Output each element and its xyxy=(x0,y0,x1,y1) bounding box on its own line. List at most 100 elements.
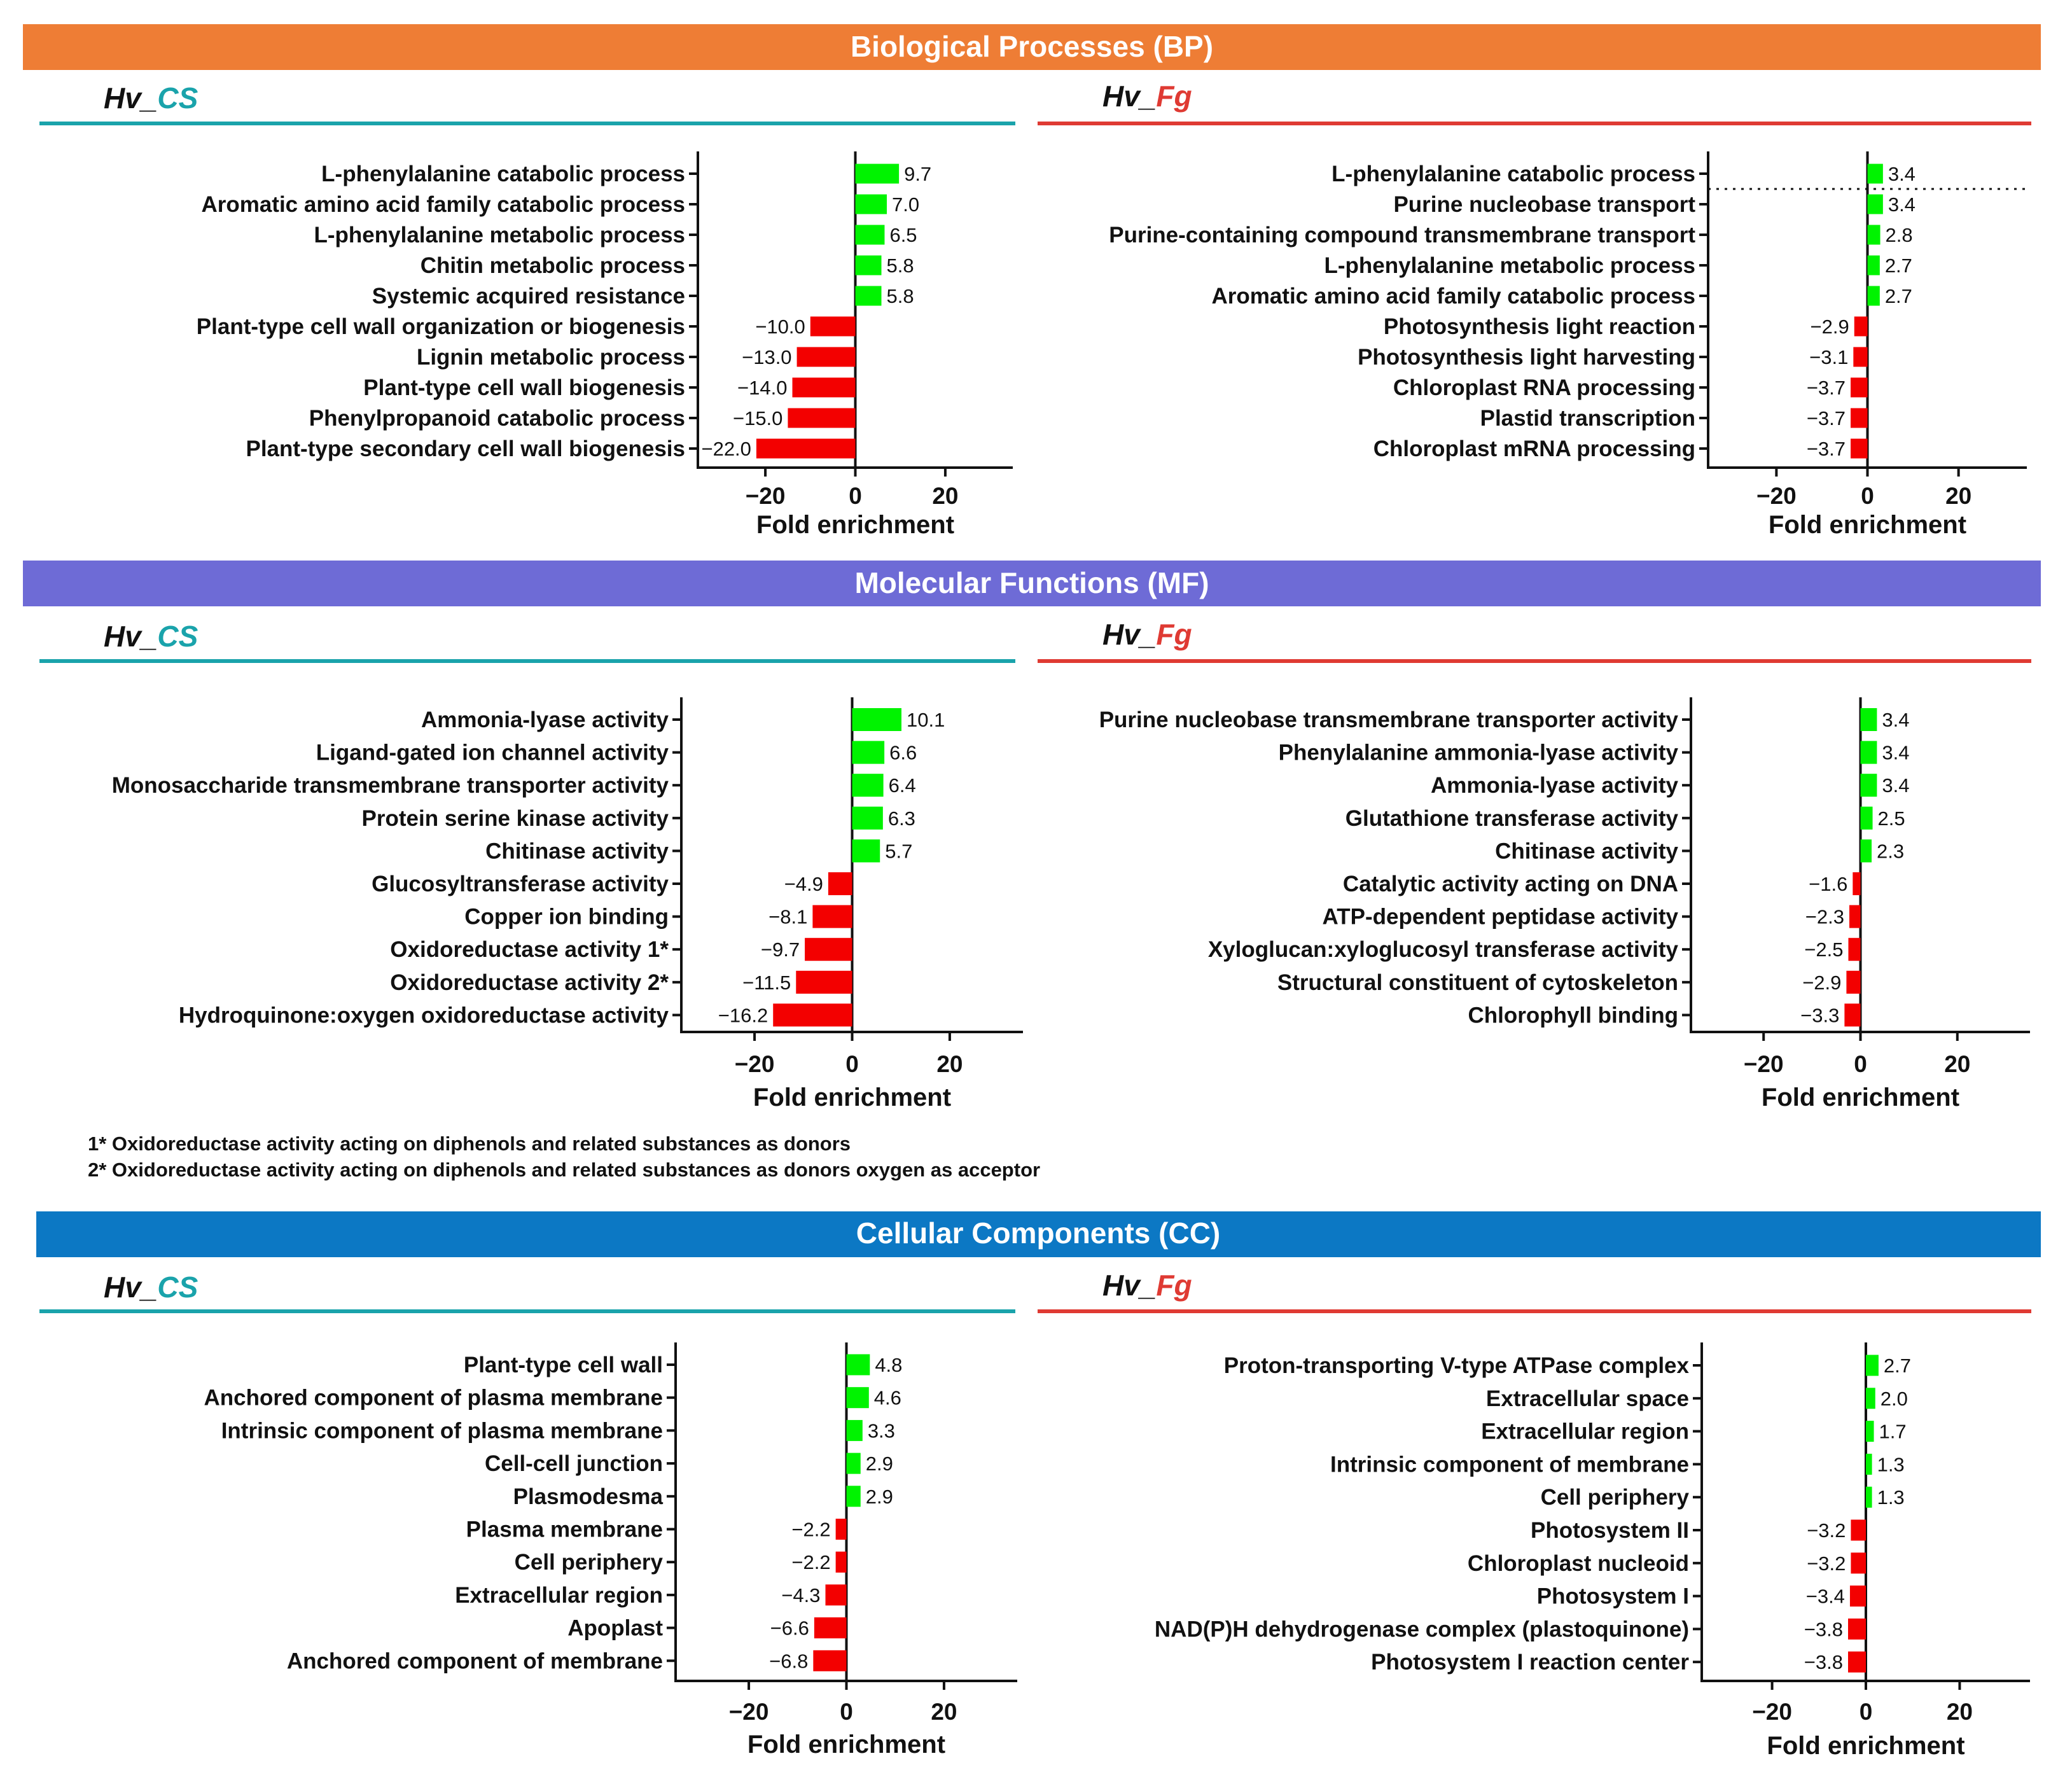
x-tick-label: 0 xyxy=(845,1051,859,1077)
value-label: 5.8 xyxy=(887,254,914,277)
value-label: −4.3 xyxy=(781,1584,820,1606)
category-label: Aromatic amino acid family catabolic pro… xyxy=(1211,284,1695,309)
panel-title-condition: Fg xyxy=(1156,80,1192,113)
value-label: 2.7 xyxy=(1885,254,1912,277)
value-label: 3.4 xyxy=(1888,193,1916,216)
bar-negative xyxy=(1847,1651,1866,1673)
mf-fg-panel-title: Hv_Fg xyxy=(1038,618,2031,663)
bar-negative xyxy=(835,1551,847,1573)
category-label: Purine nucleobase transmembrane transpor… xyxy=(1099,707,1679,732)
value-label: −3.7 xyxy=(1807,407,1846,429)
value-label: −3.1 xyxy=(1809,346,1848,368)
bp-banner-title: Biological Processes (BP) xyxy=(851,30,1213,63)
bar-negative xyxy=(1854,316,1868,337)
value-label: −16.2 xyxy=(718,1004,768,1026)
bar-negative xyxy=(792,377,856,398)
value-label: −2.2 xyxy=(791,1519,830,1541)
value-label: −6.8 xyxy=(769,1650,808,1672)
bar-negative xyxy=(828,872,852,895)
value-label: 1.7 xyxy=(1879,1421,1907,1443)
x-tick-label: 20 xyxy=(1944,1051,1970,1077)
category-label: Ammonia-lyase activity xyxy=(1431,773,1679,798)
value-label: −3.8 xyxy=(1804,1618,1843,1640)
category-label: Ammonia-lyase activity xyxy=(421,707,669,732)
category-label: Chitinase activity xyxy=(1495,839,1678,863)
value-label: 4.6 xyxy=(874,1387,901,1409)
category-label: Intrinsic component of plasma membrane xyxy=(221,1418,663,1443)
category-label: Plant-type secondary cell wall biogenesi… xyxy=(246,436,685,461)
bar-positive xyxy=(1867,164,1883,184)
value-label: 10.1 xyxy=(907,709,945,731)
cc-banner xyxy=(36,1211,2041,1257)
value-label: 4.8 xyxy=(875,1354,902,1376)
cc-section: Cellular Components (CC) Hv_CS Hv_Fg xyxy=(36,1211,2041,1313)
category-label: Chloroplast mRNA processing xyxy=(1373,436,1695,461)
bar-negative xyxy=(813,1650,847,1671)
bar-positive xyxy=(1866,1453,1872,1475)
bar-negative xyxy=(810,316,856,337)
bar-positive xyxy=(846,1486,861,1507)
footnote-1: 1* Oxidoreductase activity acting on dip… xyxy=(88,1132,851,1155)
bar-positive xyxy=(1866,1486,1872,1508)
bar-positive xyxy=(855,164,900,184)
x-tick-label: 0 xyxy=(1854,1051,1867,1077)
panel-title-condition: Fg xyxy=(1156,1269,1192,1302)
x-tick-label: 20 xyxy=(931,1699,957,1725)
value-label: −3.7 xyxy=(1807,377,1846,399)
value-label: 3.4 xyxy=(1882,709,1909,731)
value-label: 1.3 xyxy=(1877,1486,1905,1509)
x-tick-label: −20 xyxy=(1756,483,1797,509)
bar-negative xyxy=(788,408,856,428)
category-label: Glucosyltransferase activity xyxy=(372,872,669,896)
category-label: Cell periphery xyxy=(515,1550,664,1575)
cc-cs-panel-title: Hv_CS xyxy=(39,1271,1015,1313)
x-axis-title: Fold enrichment xyxy=(747,1731,945,1759)
value-label: −2.9 xyxy=(1811,316,1849,338)
category-label: Extracellular space xyxy=(1486,1386,1689,1411)
value-label: −22.0 xyxy=(701,438,751,460)
category-label: Plant-type cell wall organization or bio… xyxy=(197,314,685,339)
value-label: 9.7 xyxy=(904,163,931,185)
x-tick-label: 0 xyxy=(840,1699,853,1725)
bp-fg-panel-title: Hv_Fg xyxy=(1038,80,2031,125)
bar-negative xyxy=(1853,347,1868,367)
category-label: NAD(P)H dehydrogenase complex (plastoqui… xyxy=(1155,1617,1689,1641)
bar-negative xyxy=(1844,1003,1861,1027)
bp-cs-panel-title: Hv_CS xyxy=(39,81,1015,125)
bar-negative xyxy=(812,905,852,928)
bar-negative xyxy=(1848,938,1861,961)
category-label: Plant-type cell wall xyxy=(464,1353,663,1377)
category-label: Cell periphery xyxy=(1541,1485,1690,1510)
x-axis-title: Fold enrichment xyxy=(753,1084,951,1112)
panel-title-prefix: Hv_ xyxy=(1102,1269,1156,1302)
panel-title-condition: Fg xyxy=(1156,618,1192,651)
category-label: Purine-containing compound transmembrane… xyxy=(1109,223,1695,247)
bar-positive xyxy=(852,774,884,797)
value-label: −3.8 xyxy=(1804,1651,1843,1673)
value-label: 5.7 xyxy=(885,840,912,862)
bar-negative xyxy=(1851,438,1868,459)
bar-negative xyxy=(1851,377,1868,398)
bar-negative xyxy=(1851,1552,1866,1574)
mf-section: Molecular Functions (MF) Hv_CS Hv_Fg 1* … xyxy=(23,561,2041,1181)
panel-title-condition: CS xyxy=(157,620,198,653)
category-label: Plant-type cell wall biogenesis xyxy=(363,375,685,400)
value-label: 7.0 xyxy=(892,193,919,216)
bp-banner xyxy=(23,24,2041,70)
category-label: Phenylalanine ammonia-lyase activity xyxy=(1279,741,1679,765)
cc-fg-panel-title: Hv_Fg xyxy=(1038,1269,2031,1313)
category-label: Oxidoreductase activity 1* xyxy=(390,937,669,962)
bar-positive xyxy=(855,225,885,245)
value-label: −8.1 xyxy=(768,906,807,928)
category-label: Photosystem II xyxy=(1531,1518,1689,1543)
value-label: −3.7 xyxy=(1807,438,1846,460)
value-label: 6.3 xyxy=(888,807,915,830)
panel-title-prefix: Hv_ xyxy=(104,620,157,653)
category-label: Apoplast xyxy=(567,1616,663,1641)
category-label: Structural constituent of cytoskeleton xyxy=(1277,970,1678,995)
bar-positive xyxy=(846,1419,863,1441)
svg-text:Hv_Fg: Hv_Fg xyxy=(1102,618,1192,651)
